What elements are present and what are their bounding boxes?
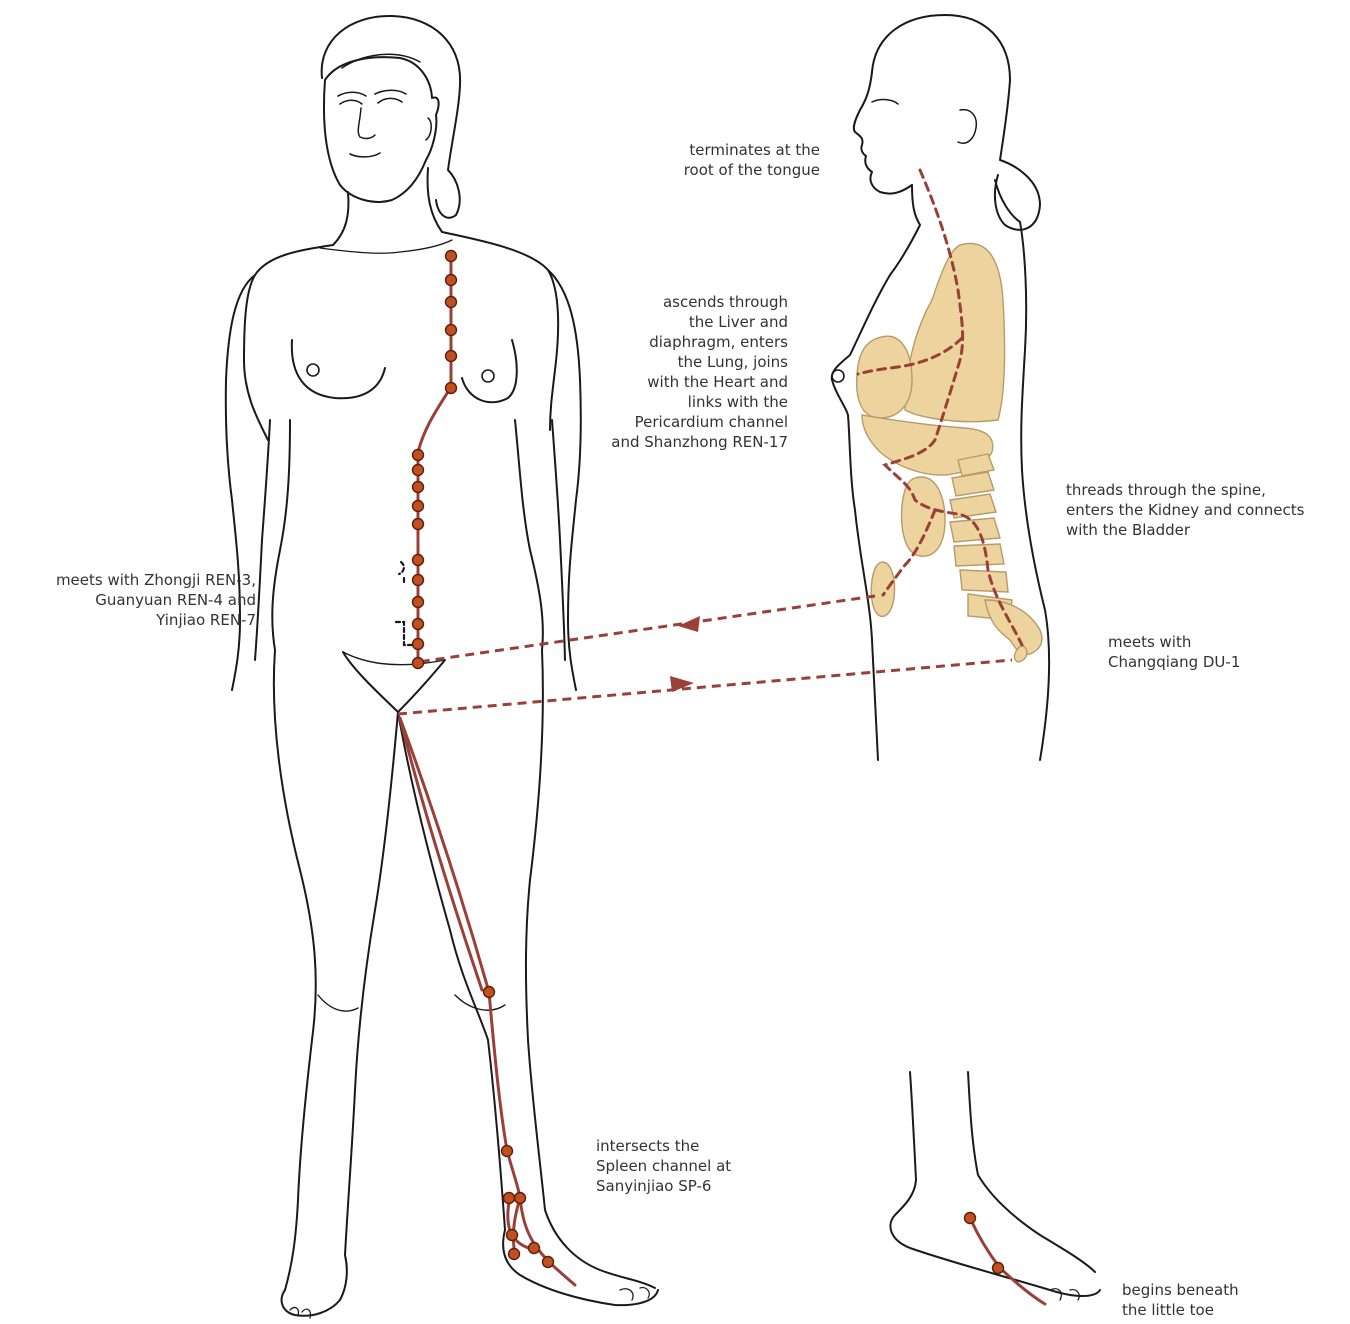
acupoint-marker [515, 1193, 526, 1204]
heart-shape [857, 336, 912, 418]
connector-arrows [398, 596, 1012, 714]
label-liver-line-4: the Lung, joins [611, 352, 788, 372]
acupoint-marker [413, 658, 424, 669]
acupoint-marker [502, 1146, 513, 1157]
label-zhongji: meets with Zhongji REN-3, Guanyuan REN-4… [56, 570, 256, 630]
acupoint-marker [446, 275, 457, 286]
label-zhongji-line-2: Guanyuan REN-4 and [56, 590, 256, 610]
label-liver-line-2: the Liver and [611, 312, 788, 332]
front-nose [358, 108, 375, 138]
side-neck-front [890, 185, 920, 275]
label-liver-line-3: diaphragm, enters [611, 332, 788, 352]
side-face [854, 72, 912, 194]
label-tongue: terminates at the root of the tongue [684, 140, 820, 180]
label-spine-line-2: enters the Kidney and connects [1066, 500, 1304, 520]
acupoint-marker [446, 325, 457, 336]
organs [857, 243, 1042, 662]
front-figure [226, 16, 658, 1318]
front-torso [244, 245, 333, 440]
acupoint-marker [413, 575, 424, 586]
label-spleen: intersects the Spleen channel at Sanyinj… [596, 1136, 731, 1196]
acupoint-marker [413, 519, 424, 530]
acupoint-marker [446, 351, 457, 362]
label-liver-line-5: with the Heart and [611, 372, 788, 392]
acupoint-marker [507, 1230, 518, 1241]
arrow-to-ren [418, 596, 875, 662]
label-liver-line-1: ascends through [611, 292, 788, 312]
acupoint-marker [413, 465, 424, 476]
acupoint-marker [413, 597, 424, 608]
arrow-heads [670, 616, 700, 692]
side-hair [872, 15, 1040, 230]
arrow-to-du [398, 660, 1012, 714]
acupoint-marker [446, 251, 457, 262]
acupoint-marker [446, 297, 457, 308]
label-spine-line-1: threads through the spine, [1066, 480, 1304, 500]
label-liver-line-6: links with the [611, 392, 788, 412]
acupoint-marker [413, 639, 424, 650]
side-abdomen [855, 510, 878, 760]
acupoint-marker [509, 1249, 520, 1260]
label-spleen-line-2: Spleen channel at [596, 1156, 731, 1176]
front-breast-left [292, 340, 385, 398]
label-spleen-line-1: intersects the [596, 1136, 731, 1156]
front-leg-left [274, 650, 316, 1290]
acupoint-marker [529, 1243, 540, 1254]
label-liver-line-7: Pericardium channel [611, 412, 788, 432]
label-liver: ascends through the Liver and diaphragm,… [611, 292, 788, 452]
label-changqiang: meets with Changqiang DU-1 [1108, 632, 1240, 672]
front-head [324, 57, 439, 202]
label-spine: threads through the spine, enters the Ki… [1066, 480, 1304, 540]
acupoint-marker [993, 1263, 1004, 1274]
front-leg-right [398, 712, 505, 1230]
acupoint-marker [484, 987, 495, 998]
acupoint-marker [446, 383, 457, 394]
acupoint-marker [543, 1257, 554, 1268]
leg-channel-line [400, 718, 575, 1285]
front-eye-left [340, 100, 362, 104]
front-neck [333, 192, 348, 245]
side-leg-back [968, 1072, 1095, 1272]
front-eye-right [378, 98, 402, 103]
label-changqiang-line-1: meets with [1108, 632, 1240, 652]
label-toe-line-1: begins beneath [1122, 1280, 1239, 1300]
acupoint-marker [413, 450, 424, 461]
acupoint-marker [965, 1213, 976, 1224]
acupoint-marker [413, 501, 424, 512]
label-toe: begins beneath the little toe [1122, 1280, 1239, 1320]
front-mouth [350, 153, 380, 157]
side-figure [832, 15, 1100, 1300]
acupoint-marker [413, 619, 424, 630]
acupoint-marker [413, 482, 424, 493]
label-liver-line-8: and Shanzhong REN-17 [611, 432, 788, 452]
label-spine-line-3: with the Bladder [1066, 520, 1304, 540]
label-zhongji-line-1: meets with Zhongji REN-3, [56, 570, 256, 590]
label-toe-line-2: the little toe [1122, 1300, 1239, 1320]
spine-vertebrae [950, 454, 1042, 662]
front-breast-right [462, 340, 517, 402]
label-changqiang-line-2: Changqiang DU-1 [1108, 652, 1240, 672]
acupoint-marker [504, 1193, 515, 1204]
front-foot-right [503, 1230, 658, 1305]
label-spleen-line-3: Sanyinjiao SP-6 [596, 1176, 731, 1196]
label-tongue-line-1: terminates at the [684, 140, 820, 160]
label-tongue-line-2: root of the tongue [684, 160, 820, 180]
label-zhongji-line-3: Yinjiao REN-7 [56, 610, 256, 630]
bladder-shape [871, 562, 894, 616]
acupoint-marker [413, 555, 424, 566]
